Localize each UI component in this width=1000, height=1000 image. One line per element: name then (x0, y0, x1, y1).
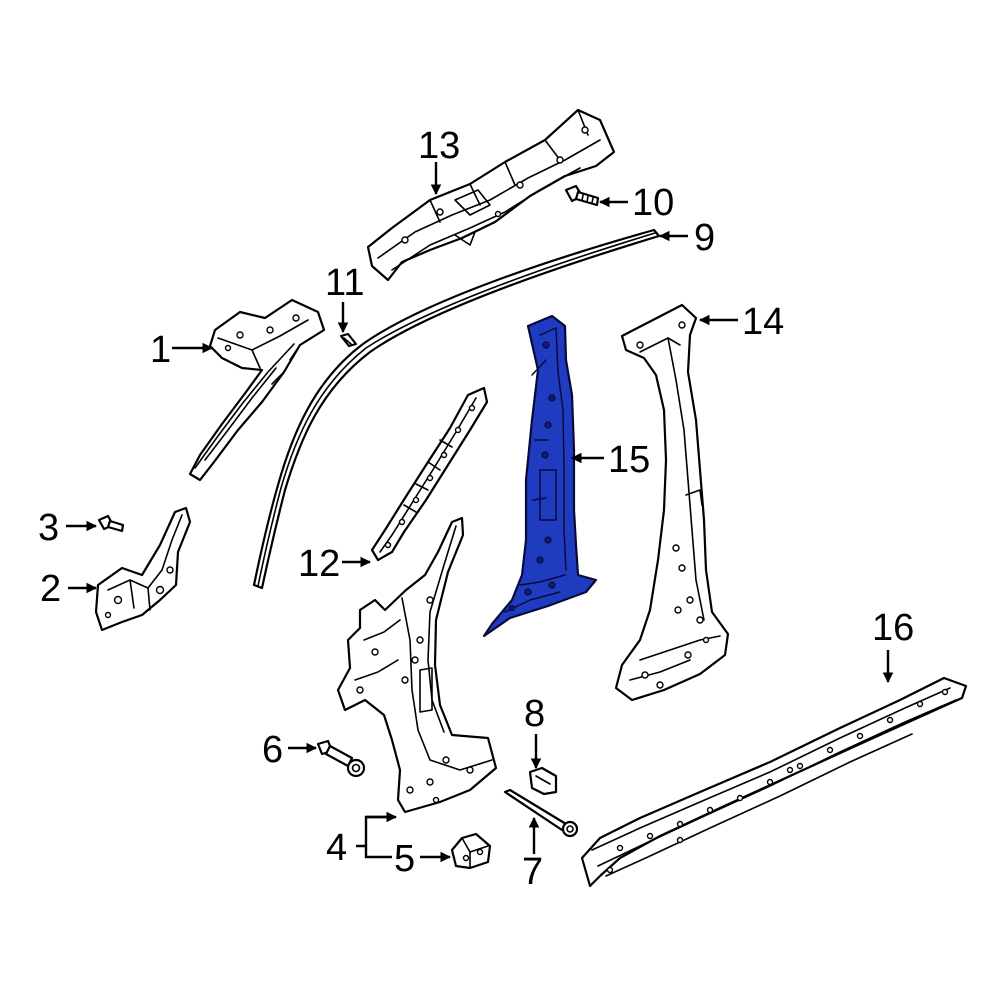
callout-13: 13 (418, 125, 460, 167)
part-9-roof-molding[interactable] (252, 228, 661, 590)
callout-6: 6 (262, 729, 283, 771)
callout-10: 10 (632, 182, 674, 224)
leader-4-bracket (356, 815, 392, 859)
callout-4: 4 (326, 827, 347, 869)
part-14-center-pillar-outer[interactable] (614, 303, 730, 702)
callout-12: 12 (298, 543, 340, 585)
part-8-bracket[interactable] (528, 766, 558, 796)
callout-9: 9 (694, 217, 715, 259)
part-10-bolt[interactable] (564, 184, 600, 207)
part-7-long-bolt[interactable] (503, 788, 579, 838)
callout-14: 14 (742, 301, 784, 343)
callout-11: 11 (325, 262, 364, 304)
part-12-pillar-strip[interactable] (370, 386, 489, 562)
callout-3: 3 (38, 507, 59, 549)
callout-1: 1 (150, 329, 171, 371)
part-6-bolt[interactable] (316, 739, 366, 778)
leader-lines (66, 162, 894, 863)
part-4-front-pillar[interactable] (336, 516, 498, 814)
callout-16: 16 (872, 607, 914, 649)
part-16-side-sill[interactable] (580, 676, 968, 888)
part-2-a-pillar-bracket[interactable] (94, 506, 192, 632)
callout-5: 5 (394, 838, 415, 880)
part-5-bracket[interactable] (450, 832, 492, 870)
part-3-bolt[interactable] (97, 514, 125, 533)
part-11-stud[interactable] (339, 332, 358, 348)
callout-8: 8 (524, 693, 545, 735)
callout-2: 2 (40, 568, 61, 610)
callout-labels: 1 2 3 4 5 6 7 8 9 10 11 12 13 14 15 16 (38, 125, 914, 893)
callout-15: 15 (608, 439, 650, 481)
part-15-center-pillar-reinforcement[interactable] (482, 314, 598, 638)
part-1-a-pillar-upper[interactable] (188, 298, 326, 482)
part-13-roof-rail-reinforcement[interactable] (366, 108, 616, 282)
callout-7: 7 (522, 851, 543, 893)
